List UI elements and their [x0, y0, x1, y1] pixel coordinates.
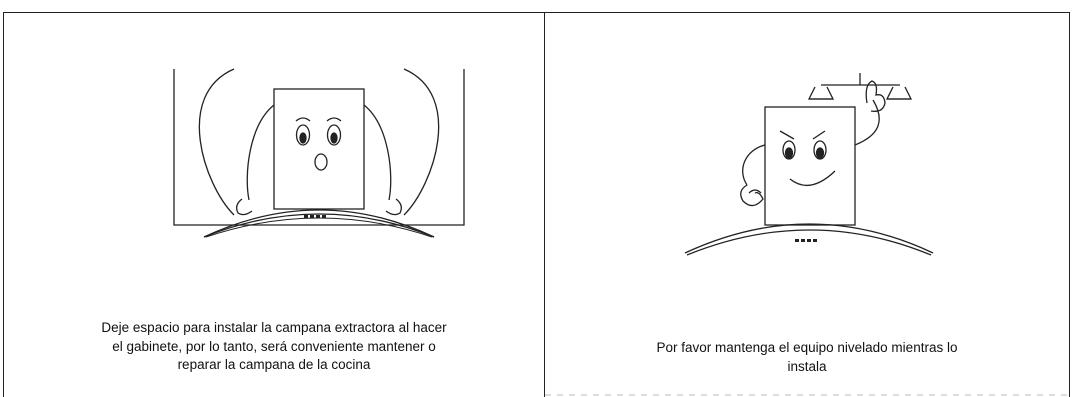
panel-clearance: Deje espacio para instalar la campana ex…: [3, 12, 544, 397]
panel-level: Por favor mantenga el equipo nivelado mi…: [544, 12, 1070, 397]
hood-clearance-illustration: [173, 68, 465, 238]
caption-line: el gabinete, por lo tanto, será convenie…: [112, 338, 436, 354]
caption-line: Deje espacio para instalar la campana ex…: [101, 320, 447, 335]
level-caption: Por favor mantenga el equipo nivelado mi…: [545, 339, 1069, 376]
clearance-caption: Deje espacio para instalar la campana ex…: [4, 319, 544, 375]
hood-level-illustration: [684, 73, 934, 256]
scan-artifact: [545, 394, 1069, 396]
caption-line: reparar la campana de la cocina: [177, 357, 371, 372]
balance-scale-icon: [807, 73, 913, 100]
caption-line: instala: [787, 358, 827, 374]
caption-line: Por favor mantenga el equipo nivelado mi…: [656, 340, 958, 355]
